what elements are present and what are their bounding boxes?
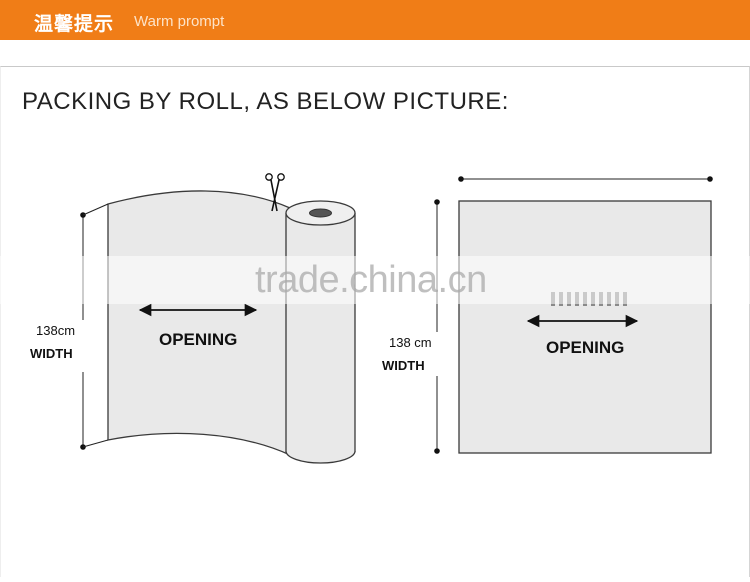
page-heading: PACKING BY ROLL, AS BELOW PICTURE: [22, 88, 509, 115]
banner-title-cn: 温馨提示 [34, 13, 115, 35]
left-width-label: WIDTH [30, 346, 73, 361]
header-banner: 温馨提示 Warm prompt [0, 0, 750, 40]
fabric-roll [285, 200, 356, 464]
flat-sheet [458, 200, 712, 454]
right-width-value: 138 cm [389, 335, 432, 350]
left-width-value: 138cm [36, 323, 75, 338]
scissors-icon [265, 173, 285, 212]
right-width-dimension [434, 199, 440, 454]
right-width-label: WIDTH [382, 358, 425, 373]
right-length-dimension [458, 176, 713, 182]
banner-title-en: Warm prompt [134, 13, 225, 30]
left-opening-label: OPENING [159, 330, 237, 349]
watermark-text: trade.china.cn [255, 259, 487, 301]
watermark-band [0, 256, 750, 304]
right-opening-label: OPENING [546, 338, 624, 357]
unrolled-sheet [107, 190, 291, 457]
